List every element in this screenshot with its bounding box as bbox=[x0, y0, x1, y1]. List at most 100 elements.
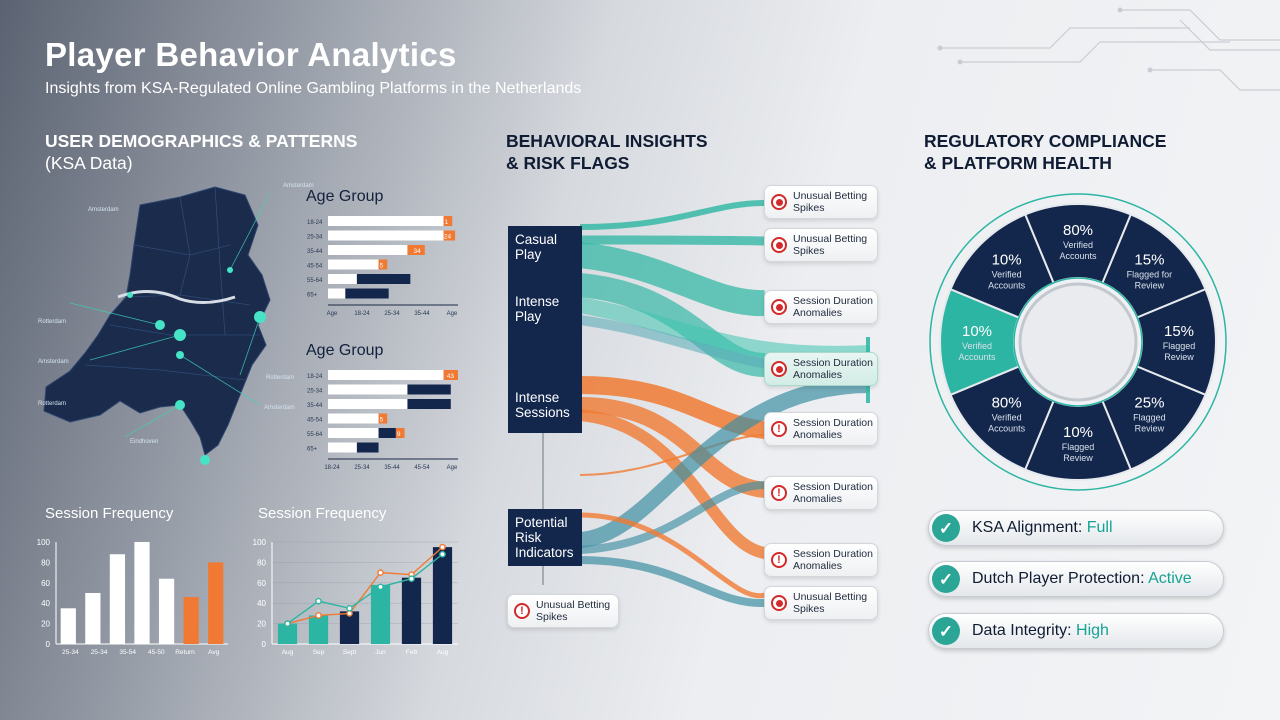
trend-point bbox=[439, 543, 446, 551]
segment-percent: 80% bbox=[992, 394, 1022, 411]
segment-percent: 25% bbox=[1134, 394, 1164, 411]
frequency-bar bbox=[308, 615, 329, 644]
age-group-title-1: Age Group bbox=[306, 188, 384, 205]
segment-percent: 10% bbox=[1063, 424, 1093, 441]
alert-dot-icon bbox=[771, 237, 787, 253]
y-tick-label: 60 bbox=[41, 579, 50, 588]
age-bar bbox=[378, 413, 388, 424]
map-label: Amsterdam bbox=[38, 359, 69, 365]
age-bar bbox=[328, 216, 444, 226]
map-label: Rotterdam bbox=[38, 401, 66, 407]
x-tick-label: 35-54 bbox=[119, 649, 136, 656]
x-tick-label: Age bbox=[327, 311, 338, 317]
age-bar bbox=[345, 288, 389, 299]
age-bar bbox=[378, 259, 388, 270]
compliance-heading: REGULATORY COMPLIANCE & PLATFORM HEALTH bbox=[924, 131, 1167, 173]
x-tick-label: 35-44 bbox=[384, 465, 400, 471]
age-bar bbox=[328, 259, 379, 270]
check-icon: ✓ bbox=[932, 617, 960, 645]
session-frequency-title-1: Session Frequency bbox=[45, 505, 174, 522]
x-tick-label: Avg bbox=[208, 649, 219, 656]
segment-percent: 80% bbox=[1063, 222, 1093, 239]
age-bar bbox=[443, 370, 458, 380]
age-bar bbox=[328, 384, 408, 395]
segment-percent: 10% bbox=[962, 323, 992, 340]
trend-point bbox=[315, 597, 322, 605]
bar-value-label: 5 bbox=[380, 417, 384, 424]
trend-point bbox=[377, 583, 384, 591]
x-tick-label: 25-34 bbox=[91, 649, 108, 656]
age-bar bbox=[356, 442, 379, 453]
segment-label: Flagged bbox=[1163, 341, 1196, 351]
y-tick-label: 100 bbox=[37, 538, 51, 547]
x-tick-label: 45-50 bbox=[148, 649, 165, 656]
page-subtitle: Insights from KSA-Regulated Online Gambl… bbox=[45, 80, 582, 97]
alert-dot-icon bbox=[771, 595, 787, 611]
age-bar bbox=[328, 413, 379, 424]
trend-point bbox=[408, 575, 415, 583]
frequency-bar bbox=[401, 577, 422, 644]
alert-dot-icon bbox=[771, 361, 787, 377]
age-bar bbox=[328, 245, 408, 255]
age-category-label: 65+ bbox=[307, 293, 318, 299]
demographics-heading: USER DEMOGRAPHICS & PATTERNS (KSA Data) bbox=[45, 131, 358, 173]
segment-label: Flagged bbox=[1133, 412, 1166, 422]
segment-label: Review bbox=[1135, 281, 1165, 291]
y-tick-label: 40 bbox=[41, 599, 50, 608]
frequency-bar bbox=[85, 593, 101, 644]
check-icon: ✓ bbox=[932, 514, 960, 542]
age-bar bbox=[328, 370, 444, 380]
segment-label: Flagged bbox=[1062, 442, 1095, 452]
age-category-label: 35-44 bbox=[307, 403, 323, 409]
frequency-bar bbox=[183, 597, 199, 644]
trend-point bbox=[284, 620, 291, 627]
age-bar bbox=[443, 216, 453, 226]
map-label: Rotterdam bbox=[38, 319, 66, 325]
x-tick-label: 45-54 bbox=[414, 465, 430, 471]
age-category-label: 18-24 bbox=[307, 220, 323, 226]
map-label: Eindhoven bbox=[130, 439, 158, 445]
exclamation-icon: ! bbox=[771, 421, 787, 437]
exclamation-icon: ! bbox=[771, 552, 787, 568]
frequency-bar bbox=[109, 554, 126, 644]
trend-point bbox=[315, 612, 322, 619]
age-bar bbox=[328, 230, 444, 241]
segment-percent: 10% bbox=[992, 252, 1022, 269]
segment-percent: 15% bbox=[1134, 252, 1164, 269]
behavior-heading: BEHAVIORAL INSIGHTS & RISK FLAGS bbox=[506, 131, 708, 173]
bar-value-label: 5 bbox=[380, 263, 384, 270]
exclamation-icon: ! bbox=[514, 603, 530, 619]
netherlands-map: Amsterdam Rotterdam Amsterdam Rotterdam … bbox=[38, 183, 314, 465]
age-bar bbox=[328, 399, 408, 409]
x-tick-label: Jun bbox=[375, 649, 386, 656]
x-tick-label: 25-34 bbox=[62, 649, 79, 656]
segment-label: Accounts bbox=[958, 352, 996, 362]
trend-line bbox=[287, 546, 443, 625]
segment-label: Review bbox=[1063, 453, 1093, 463]
segment-label: Review bbox=[1164, 352, 1194, 362]
age-category-label: 45-54 bbox=[307, 264, 323, 270]
x-tick-label: Aug bbox=[282, 649, 294, 656]
frequency-bar bbox=[339, 611, 360, 644]
donut-center bbox=[1018, 282, 1138, 402]
age-bar bbox=[378, 428, 396, 438]
age-category-label: 55-64 bbox=[307, 278, 323, 284]
behavior-flow-diagram bbox=[542, 200, 871, 608]
trend-line bbox=[287, 553, 443, 625]
trend-point bbox=[346, 605, 353, 612]
segment-label: Verified bbox=[992, 412, 1022, 422]
